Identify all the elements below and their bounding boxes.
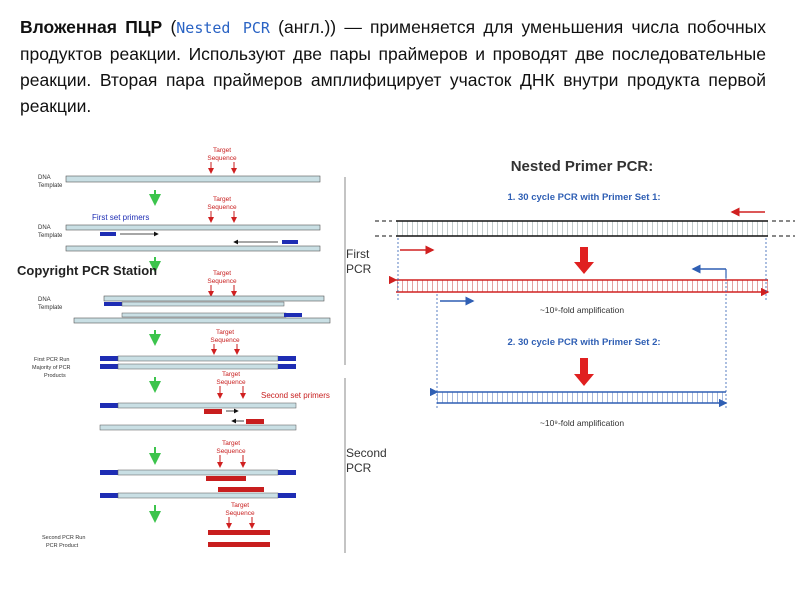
blue-primer-3a xyxy=(104,302,122,306)
sequence-label-6: Sequence xyxy=(216,448,246,455)
sequence-label-5: Sequence xyxy=(216,379,246,386)
open-paren: ( xyxy=(170,17,177,37)
strand-2-top xyxy=(65,224,321,231)
strand-3b xyxy=(73,317,331,324)
strand-3a xyxy=(103,295,325,302)
second-run-label-2: PCR Product xyxy=(46,543,79,549)
right-diagram: Nested Primer PCR: 1. 30 cycle PCR with … xyxy=(375,158,795,428)
template-ticks xyxy=(396,221,768,236)
copyright-watermark: Copyright PCR Station xyxy=(17,263,157,278)
first-run-label-2: Majority of PCR xyxy=(32,365,71,371)
strand-5b xyxy=(99,424,297,431)
template-label-2: Template xyxy=(38,233,63,239)
dna-label-2: DNA xyxy=(38,225,51,231)
second-run-label-1: Second PCR Run xyxy=(42,535,85,541)
first-set-primers-label: First set primers xyxy=(92,213,149,222)
sequence-label-4: Sequence xyxy=(210,337,240,344)
first-product-ticks xyxy=(396,280,768,292)
strand-6b xyxy=(117,492,279,499)
nested-product-ticks xyxy=(437,392,726,403)
sequence-label-2: Sequence xyxy=(207,204,237,211)
second-pcr-label-1: Second xyxy=(346,446,387,460)
dna-template-strand-1 xyxy=(65,175,321,183)
first-pcr-label-1: First xyxy=(346,247,370,261)
nested-pcr-link[interactable]: Nested PCR xyxy=(176,19,270,37)
blue-primer-6a xyxy=(100,470,118,475)
red-primer-5a xyxy=(204,409,222,414)
intro-paragraph: Вложенная ПЦР (Nested PCR (англ.)) — при… xyxy=(20,14,766,119)
step-2-label: 2. 30 cycle PCR with Primer Set 2: xyxy=(507,337,660,348)
sequence-label-1: Sequence xyxy=(207,155,237,162)
red-product-6b xyxy=(218,487,264,492)
target-label-3: Target xyxy=(213,270,231,277)
red-down-arrow-2 xyxy=(574,358,594,386)
step-1-label: 1. 30 cycle PCR with Primer Set 1: xyxy=(507,192,660,203)
amplification-label-2: ~10⁹-fold amplification xyxy=(540,418,624,428)
target-label-2: Target xyxy=(213,196,231,203)
blue-primer-2b xyxy=(282,240,298,244)
blue-primer-4a xyxy=(100,356,118,361)
blue-primer-6d xyxy=(278,493,296,498)
template-label-3: Template xyxy=(38,305,63,311)
strand-2-bottom xyxy=(65,245,321,252)
blue-primer-6c xyxy=(100,493,118,498)
target-label-4: Target xyxy=(216,329,234,336)
blue-primer-2a xyxy=(100,232,116,236)
final-product-b xyxy=(208,542,270,547)
target-label-5: Target xyxy=(222,371,240,378)
strand-3b-product xyxy=(121,312,287,318)
blue-primer-6b xyxy=(278,470,296,475)
blue-primer-4c xyxy=(100,364,118,369)
product-4a xyxy=(117,355,279,362)
blue-primer-4b xyxy=(278,356,296,361)
strand-3a-product xyxy=(121,301,285,307)
first-run-label-3: Products xyxy=(44,373,66,379)
sequence-label-7: Sequence xyxy=(225,510,255,517)
red-primer-5b xyxy=(246,419,264,424)
amplification-label-1: ~10⁹-fold amplification xyxy=(540,305,624,315)
left-diagram: Target Sequence DNA Template Target Sequ… xyxy=(17,147,387,553)
nested-primer-pcr-title: Nested Primer PCR: xyxy=(511,158,654,175)
final-product-a xyxy=(208,530,270,535)
first-run-label-1: First PCR Run xyxy=(34,357,69,363)
term-bold: Вложенная ПЦР xyxy=(20,17,163,37)
second-set-primers-label: Second set primers xyxy=(261,391,330,400)
strand-6a xyxy=(117,469,279,476)
dna-label-3: DNA xyxy=(38,297,51,303)
blue-primer-4d xyxy=(278,364,296,369)
red-product-6a xyxy=(206,476,246,481)
template-label-1: Template xyxy=(38,183,63,189)
blue-primer-3b xyxy=(284,313,302,317)
target-label-6: Target xyxy=(222,440,240,447)
target-label-1: Target xyxy=(213,147,231,154)
red-down-arrow-1 xyxy=(574,247,594,274)
intro-text: (англ.)) — применяется для уменьшения чи… xyxy=(20,17,766,116)
second-pcr-label-2: PCR xyxy=(346,461,372,475)
first-pcr-label-2: PCR xyxy=(346,262,372,276)
target-label-7: Target xyxy=(231,502,249,509)
blue-primer-5a xyxy=(100,403,118,408)
strand-5a xyxy=(117,402,297,409)
product-4b xyxy=(117,363,279,370)
sequence-label-3: Sequence xyxy=(207,278,237,285)
dna-label-1: DNA xyxy=(38,175,51,181)
